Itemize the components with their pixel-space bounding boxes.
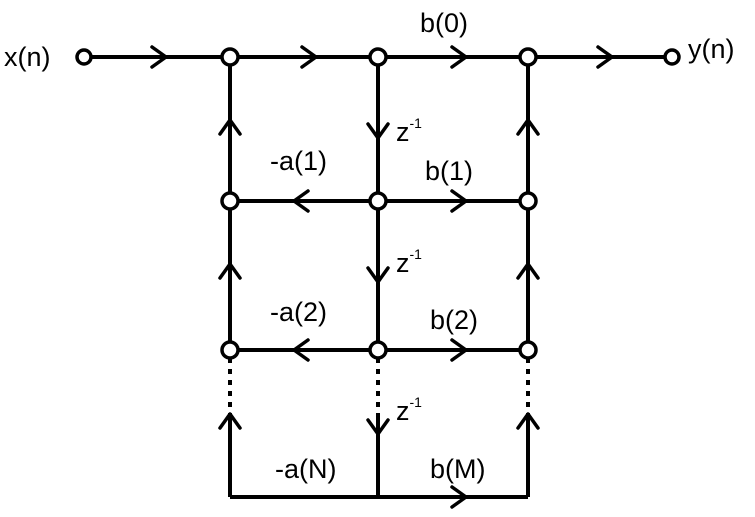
delay-base: z <box>396 248 410 278</box>
output-sum-node-2 <box>518 340 538 360</box>
gain-label-a1: -a(1) <box>270 146 327 176</box>
delay-base: z <box>396 396 410 426</box>
sum-node-1 <box>220 191 240 211</box>
delay-node-0 <box>368 47 388 67</box>
arrow-right-forward-2 <box>450 338 468 362</box>
nodes <box>75 47 681 360</box>
delay-exponent: -1 <box>410 115 423 131</box>
arrow-down-delay-n <box>366 418 390 436</box>
input-node <box>75 48 93 66</box>
arrow-up-right-1 <box>516 118 540 136</box>
delay-node-2 <box>368 340 388 360</box>
labels: x(n) y(n) b(0) b(1) b(2) b(M) -a(1) -a(2… <box>4 8 735 484</box>
output-node <box>663 48 681 66</box>
delay-exponent: -1 <box>410 246 423 262</box>
gain-label-a2: -a(2) <box>270 297 327 327</box>
arrow-up-left-1 <box>218 118 242 136</box>
wires <box>84 55 672 499</box>
arrow-up-right-2 <box>516 262 540 280</box>
output-sum-node-1 <box>518 191 538 211</box>
arrow-left-feedback-2 <box>292 338 310 362</box>
arrow-right-forward-1 <box>450 189 468 213</box>
arrow-right-input <box>150 45 168 69</box>
sum-node-2 <box>220 340 240 360</box>
arrow-left-feedback-1 <box>292 189 310 213</box>
delay-label-1: z-1 <box>396 115 422 147</box>
gain-label-b1: b(1) <box>425 156 473 186</box>
delay-exponent: -1 <box>410 394 423 410</box>
arrow-right-top-1 <box>300 45 318 69</box>
gain-label-b0: b(0) <box>420 8 468 38</box>
input-label: x(n) <box>4 42 51 72</box>
arrow-right-top-2 <box>450 45 468 69</box>
arrow-down-delay-2 <box>366 266 390 284</box>
delay-node-1 <box>368 191 388 211</box>
output-sum-node-0 <box>518 47 538 67</box>
output-label: y(n) <box>688 34 735 64</box>
delay-base: z <box>396 117 410 147</box>
gain-label-bm: b(M) <box>430 454 486 484</box>
arrowheads <box>150 45 614 509</box>
arrow-down-delay-1 <box>366 122 390 140</box>
gain-label-b2: b(2) <box>430 305 478 335</box>
sum-node-0 <box>220 47 240 67</box>
arrow-right-output <box>596 45 614 69</box>
arrow-up-right-m <box>516 412 540 430</box>
arrow-up-left-n <box>218 412 242 430</box>
arrow-up-left-2 <box>218 262 242 280</box>
arrow-right-forward-m <box>450 485 468 509</box>
delay-label-3: z-1 <box>396 394 422 426</box>
delay-label-2: z-1 <box>396 246 422 278</box>
gain-label-an: -a(N) <box>275 454 337 484</box>
